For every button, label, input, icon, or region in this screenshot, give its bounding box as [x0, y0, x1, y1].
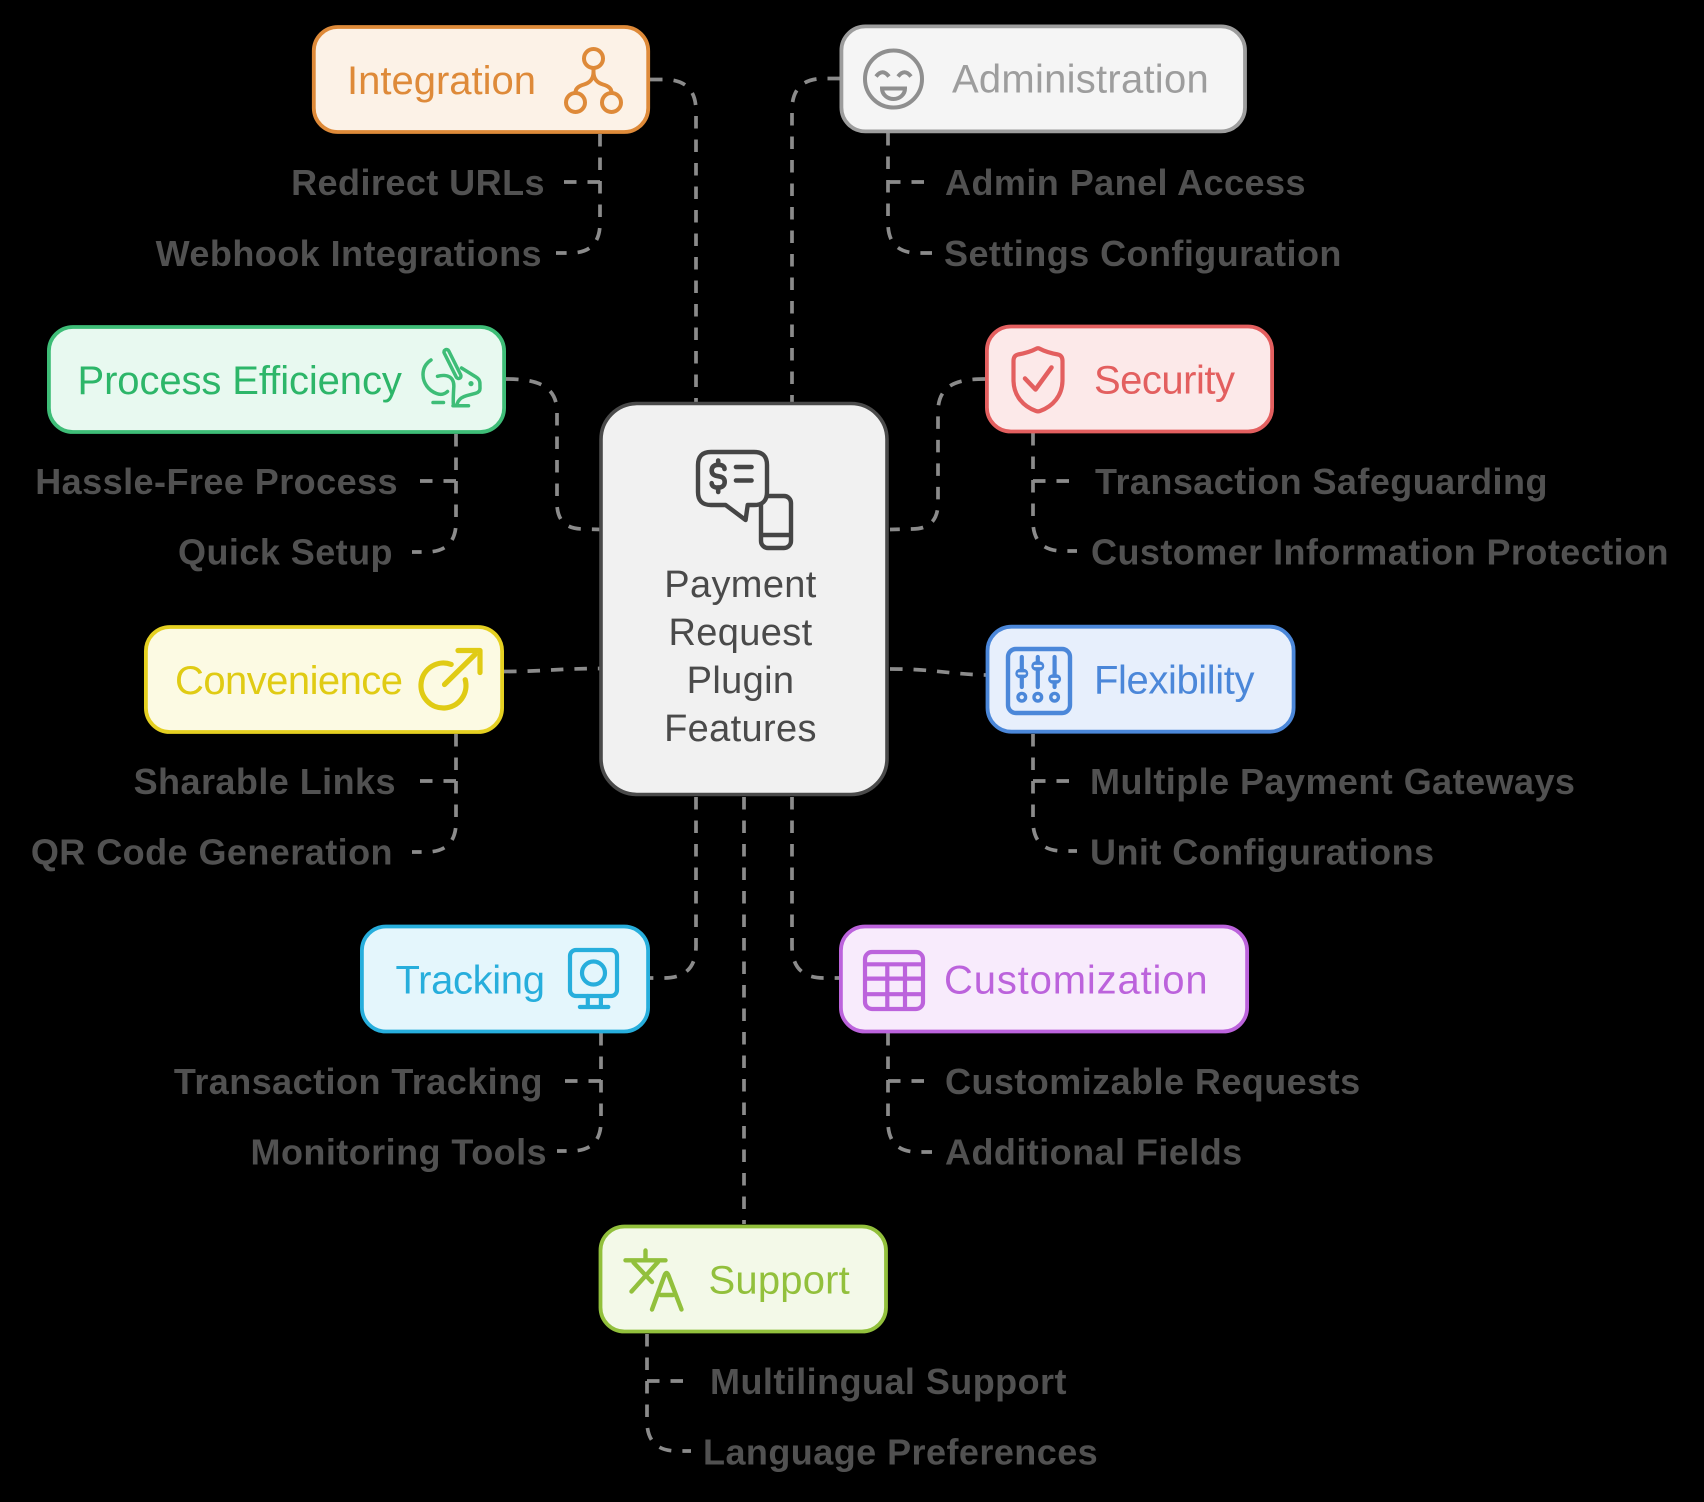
- svg-text:Multiple Payment Gateways: Multiple Payment Gateways: [1090, 761, 1575, 802]
- svg-text:Features: Features: [664, 708, 817, 750]
- svg-text:Multilingual Support: Multilingual Support: [710, 1361, 1067, 1402]
- svg-text:Tracking: Tracking: [396, 959, 545, 1003]
- svg-text:Language Preferences: Language Preferences: [703, 1432, 1098, 1473]
- svg-text:Unit Configurations: Unit Configurations: [1090, 832, 1435, 873]
- svg-text:Sharable Links: Sharable Links: [134, 761, 396, 802]
- svg-text:Monitoring Tools: Monitoring Tools: [251, 1132, 547, 1173]
- svg-text:Convenience: Convenience: [175, 659, 402, 703]
- svg-text:Hassle-Free Process: Hassle-Free Process: [35, 461, 398, 502]
- svg-text:Customization: Customization: [944, 959, 1209, 1003]
- svg-text:Transaction Tracking: Transaction Tracking: [174, 1061, 543, 1102]
- svg-text:QR Code Generation: QR Code Generation: [31, 832, 393, 873]
- svg-text:Transaction Safeguarding: Transaction Safeguarding: [1095, 461, 1548, 502]
- svg-text:Administration: Administration: [952, 58, 1209, 102]
- svg-text:Additional Fields: Additional Fields: [945, 1132, 1243, 1173]
- svg-text:Payment: Payment: [664, 564, 817, 606]
- svg-text:Customer Information Protectio: Customer Information Protection: [1091, 532, 1669, 573]
- svg-text:Process Efficiency: Process Efficiency: [78, 359, 402, 403]
- svg-text:Request: Request: [669, 612, 813, 654]
- svg-text:Plugin: Plugin: [687, 660, 795, 702]
- svg-text:Redirect URLs: Redirect URLs: [291, 162, 545, 203]
- svg-text:Admin Panel Access: Admin Panel Access: [945, 162, 1306, 203]
- svg-text:Webhook Integrations: Webhook Integrations: [156, 233, 542, 274]
- svg-text:Support: Support: [709, 1259, 851, 1303]
- svg-text:Customizable Requests: Customizable Requests: [945, 1061, 1361, 1102]
- svg-text:Settings Configuration: Settings Configuration: [944, 233, 1342, 274]
- svg-text:Security: Security: [1094, 359, 1235, 403]
- svg-text:Flexibility: Flexibility: [1094, 659, 1254, 703]
- svg-text:Integration: Integration: [347, 59, 536, 103]
- svg-text:Quick Setup: Quick Setup: [178, 532, 393, 573]
